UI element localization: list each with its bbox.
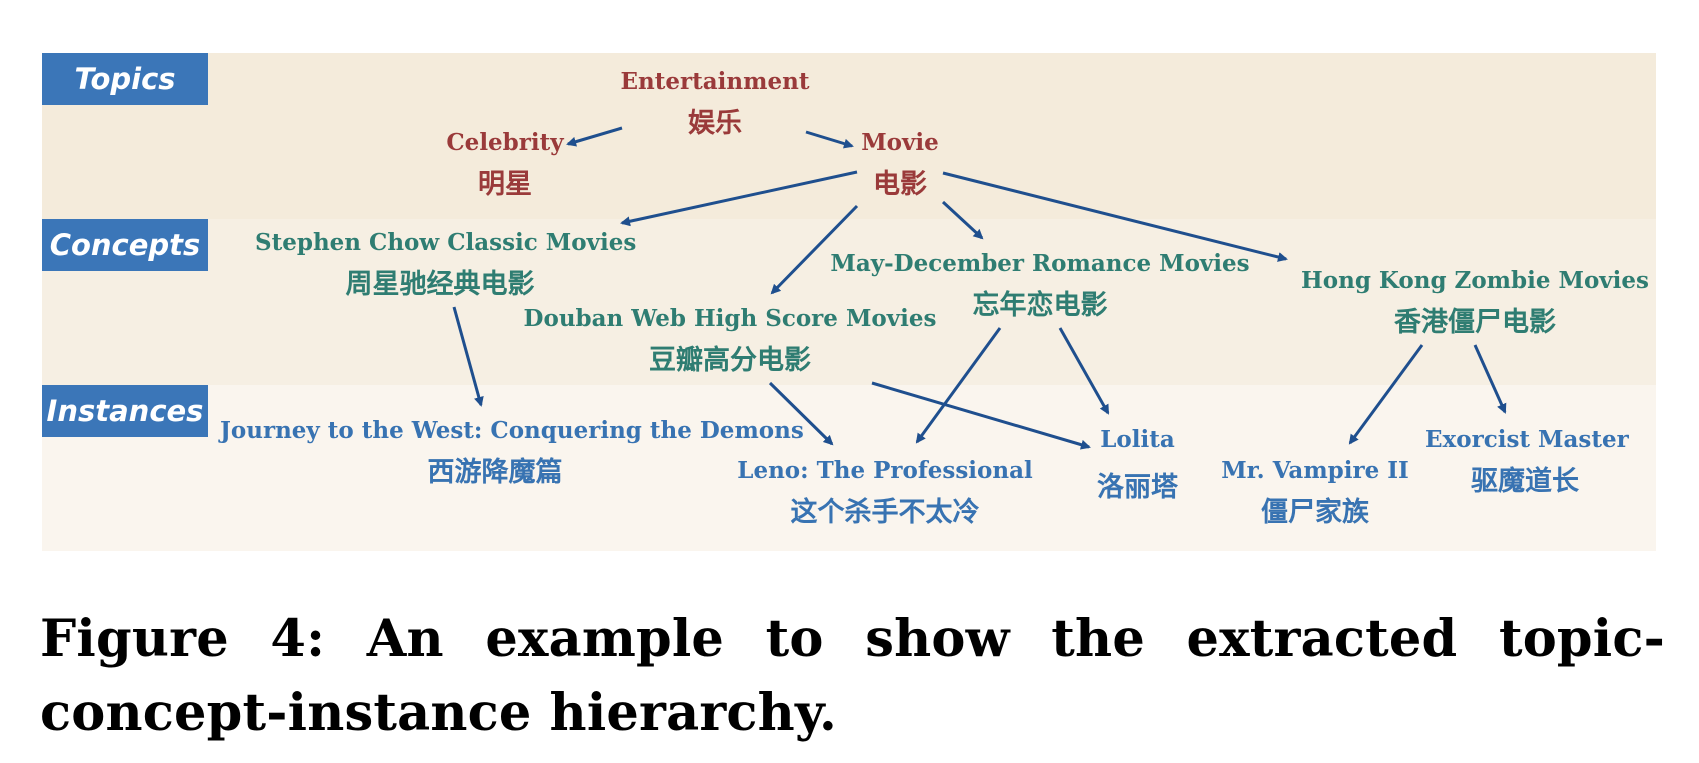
node-mr-vampire: Mr. Vampire II 僵尸家族 [1210,457,1420,529]
node-entertainment-en: Entertainment [620,68,810,95]
node-may-december-zh: 忘年恋电影 [972,290,1108,321]
node-celebrity: Celebrity 明星 [420,129,590,201]
node-stephen-chow-zh: 周星驰经典电影 [345,269,535,300]
instances-level-label: Instances [42,385,208,437]
node-leno-en: Leno: The Professional [737,457,1033,484]
node-exorcist-zh: 驱魔道长 [1471,466,1579,497]
node-hk-zombie-zh: 香港僵尸电影 [1394,307,1556,338]
node-douban: Douban Web High Score Movies 豆瓣高分电影 [520,305,940,377]
node-lolita-zh: 洛丽塔 [1097,472,1178,503]
node-leno: Leno: The Professional 这个杀手不太冷 [735,457,1035,529]
node-douban-zh: 豆瓣高分电影 [649,345,811,376]
node-douban-en: Douban Web High Score Movies [523,305,937,332]
node-journey-zh: 西游降魔篇 [427,457,563,488]
concepts-level-label: Concepts [42,219,208,271]
topics-level-label: Topics [42,53,208,105]
node-journey-en: Journey to the West: Conquering the Demo… [220,417,804,444]
node-hk-zombie: Hong Kong Zombie Movies 香港僵尸电影 [1290,267,1660,339]
node-lolita-en: Lolita [1100,426,1175,453]
node-celebrity-zh: 明星 [478,169,532,200]
node-exorcist-en: Exorcist Master [1425,426,1629,453]
node-movie-en: Movie [861,129,939,156]
node-entertainment-zh: 娱乐 [688,108,742,139]
node-stephen-chow: Stephen Chow Classic Movies 周星驰经典电影 [255,229,637,301]
node-mr-vampire-en: Mr. Vampire II [1221,457,1409,484]
node-journey: Journey to the West: Conquering the Demo… [220,417,804,489]
node-entertainment: Entertainment 娱乐 [615,68,815,140]
node-stephen-chow-en: Stephen Chow Classic Movies [255,229,637,256]
node-exorcist: Exorcist Master 驱魔道长 [1425,426,1629,498]
node-may-december-en: May-December Romance Movies [830,250,1250,277]
node-lolita: Lolita 洛丽塔 [1090,426,1185,504]
node-celebrity-en: Celebrity [446,129,564,156]
node-hk-zombie-en: Hong Kong Zombie Movies [1301,267,1649,294]
figure-caption: Figure 4: An example to show the extract… [40,609,1665,743]
node-movie-zh: 电影 [873,169,927,200]
node-movie: Movie 电影 [835,129,965,201]
node-may-december: May-December Romance Movies 忘年恋电影 [830,250,1250,322]
node-mr-vampire-zh: 僵尸家族 [1261,497,1369,528]
node-leno-zh: 这个杀手不太冷 [790,497,980,528]
